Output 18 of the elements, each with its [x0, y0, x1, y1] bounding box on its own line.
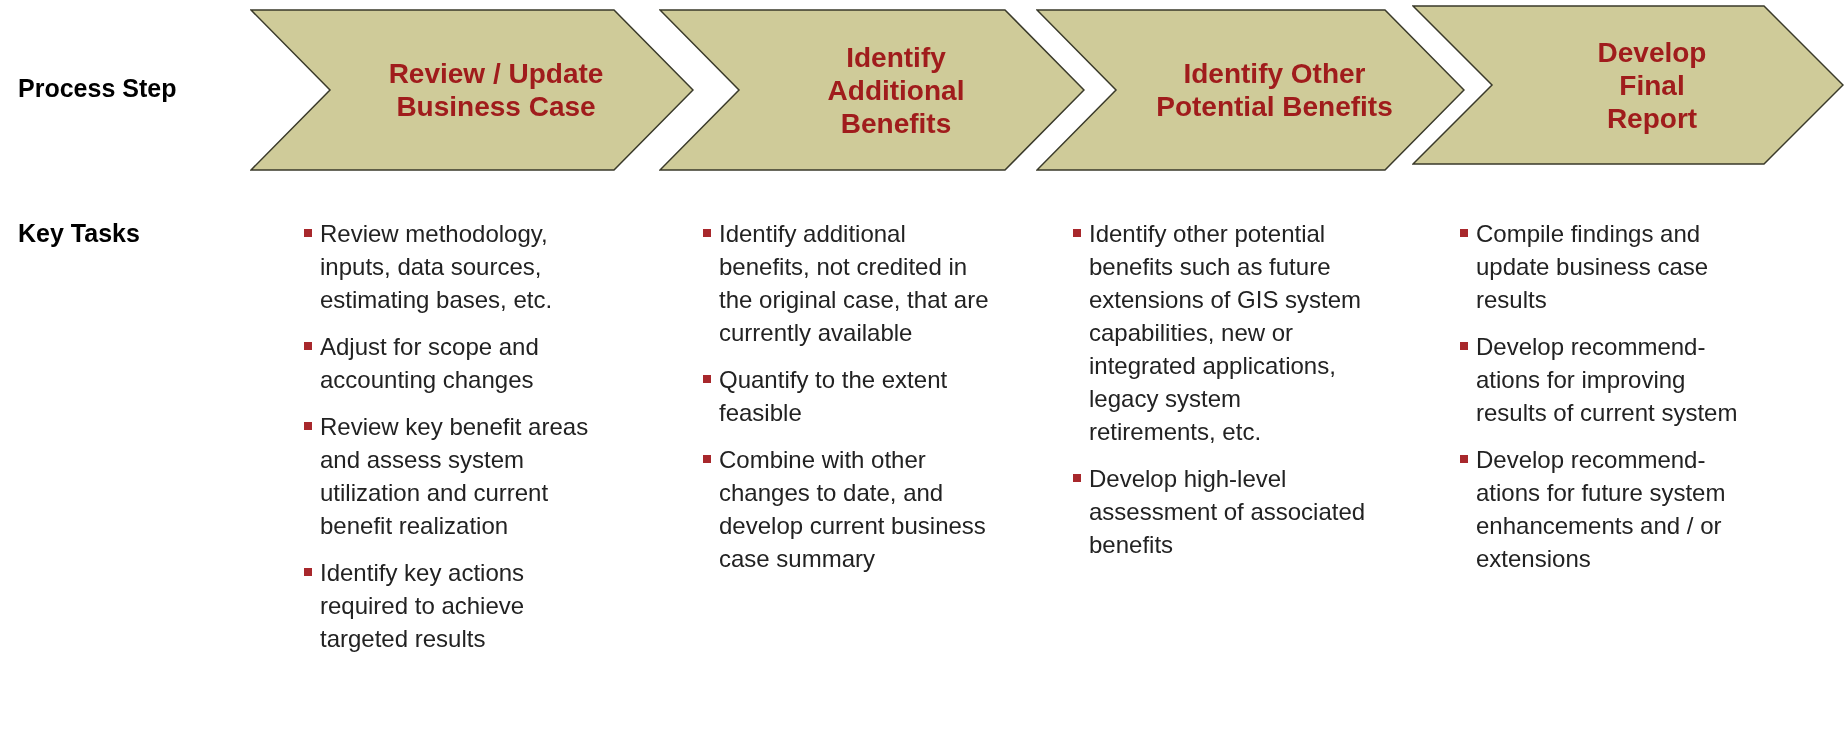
task-text: Develop recommend- ations for future system enhancements and / or extensions: [1476, 445, 1727, 574]
task-text: Compile findings and update business case results: [1476, 219, 1710, 315]
task-text: Develop high-level assessment of associated benefits: [1089, 464, 1367, 560]
task-text: Identify key actions required to achieve targeted results: [320, 558, 526, 654]
step-title: Develop Final Report: [1596, 35, 1708, 135]
task-text: Review key benefit areas and assess system utilization and current benefit realization: [320, 412, 590, 541]
row-heading: Key Tasks: [18, 218, 140, 249]
task-text: Review methodology, inputs, data sources, estimating bases, etc.: [320, 219, 554, 315]
row-heading: Process Step: [18, 73, 177, 104]
task-text: Combine with other changes to date, and develop current business case summary: [719, 445, 987, 574]
task-text: Quantify to the extent feasible: [719, 365, 949, 428]
step-title: Identify Other Potential Benefits: [1155, 57, 1394, 123]
task-text: Develop recommend- ations for improving results of current system: [1476, 332, 1739, 428]
task-text: Identify additional benefits, not credited in the original case, that are currently available: [719, 219, 990, 348]
task-text: Adjust for scope and accounting changes: [320, 332, 540, 395]
step-title: Review / Update Business Case: [387, 57, 605, 123]
step-title: Identify Additional Benefits: [826, 40, 966, 140]
task-text: Identify other potential benefits such as future extensions of GIS system capabilities, new or integrated applications, legacy system retirements, etc.: [1089, 219, 1363, 447]
